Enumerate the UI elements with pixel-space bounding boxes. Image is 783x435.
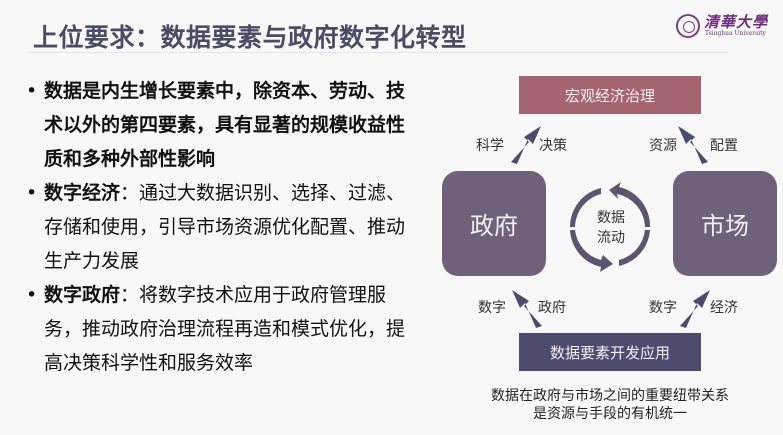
data-flow-label: 数据 流动: [591, 208, 631, 248]
bullet-list: • 数据是内生增长要素中，除资本、劳动、技术以外的第四要素，具有显著的规模收益性…: [22, 74, 422, 380]
macro-governance-box: 宏观经济治理: [519, 76, 701, 114]
market-box: 市场: [673, 171, 777, 276]
label-allocation: 配置: [710, 138, 738, 154]
label-digital-gov-b: 政府: [538, 300, 566, 316]
bullet-bold-text: 数字经济: [44, 182, 121, 204]
label-decision: 决策: [539, 138, 567, 154]
caption-line2: 是资源与手段的有机统一: [533, 406, 687, 422]
arrow-up-left-icon: [512, 290, 542, 328]
bullet-bold-text: 数字政府: [44, 284, 121, 306]
bullet-text: ：通过大数据识别、选择、过滤、存储和使用，引导市场资源优化配置、推动生产力发展: [44, 182, 406, 272]
arrow-up-right-icon: [680, 290, 710, 328]
label-digital-gov-a: 数字: [478, 300, 506, 316]
bullet-dot-icon: •: [26, 284, 38, 306]
university-logo: 清華大學 Tsinghua University: [676, 13, 772, 41]
bullet-item: • 数字政府：将数字技术应用于政府管理服务，推动政府治理流程再造和模式优化，提高…: [22, 278, 422, 380]
diagram-caption: 数据在政府与市场之间的重要纽带关系 是资源与手段的有机统一: [470, 387, 750, 423]
bullet-dot-icon: •: [26, 182, 38, 204]
data-flow-line1: 数据: [597, 210, 625, 226]
data-flow-line2: 流动: [597, 230, 625, 246]
government-box: 政府: [442, 171, 546, 276]
bullet-item: • 数据是内生增长要素中，除资本、劳动、技术以外的第四要素，具有显著的规模收益性…: [22, 74, 422, 176]
label-digital-econ-b: 经济: [710, 300, 738, 316]
bullet-dot-icon: •: [26, 80, 38, 102]
cycle-arrows-icon: [570, 182, 651, 272]
label-digital-econ-a: 数字: [649, 300, 677, 316]
slide-title: 上位要求：数据要素与政府数字化转型: [33, 23, 467, 52]
tsinghua-seal-icon: [676, 14, 700, 38]
arrow-up-right-icon: [511, 126, 541, 164]
label-science: 科学: [476, 138, 504, 154]
data-element-box: 数据要素开发应用: [519, 333, 701, 371]
caption-line1: 数据在政府与市场之间的重要纽带关系: [491, 388, 729, 404]
label-resource: 资源: [649, 138, 677, 154]
logo-chinese-name: 清華大學: [704, 13, 769, 31]
bullet-item: • 数字经济：通过大数据识别、选择、过滤、存储和使用，引导市场资源优化配置、推动…: [22, 176, 422, 278]
arrow-up-left-icon: [678, 126, 708, 164]
bullet-bold-text: 数据是内生增长要素中，除资本、劳动、技术以外的第四要素，具有显著的规模收益性质和…: [44, 80, 406, 170]
bullet-text: ：将数字技术应用于政府管理服务，推动政府治理流程再造和模式优化，提高决策科学性和…: [44, 284, 406, 374]
logo-english-name: Tsinghua University: [705, 30, 766, 37]
title-divider: [28, 52, 728, 53]
